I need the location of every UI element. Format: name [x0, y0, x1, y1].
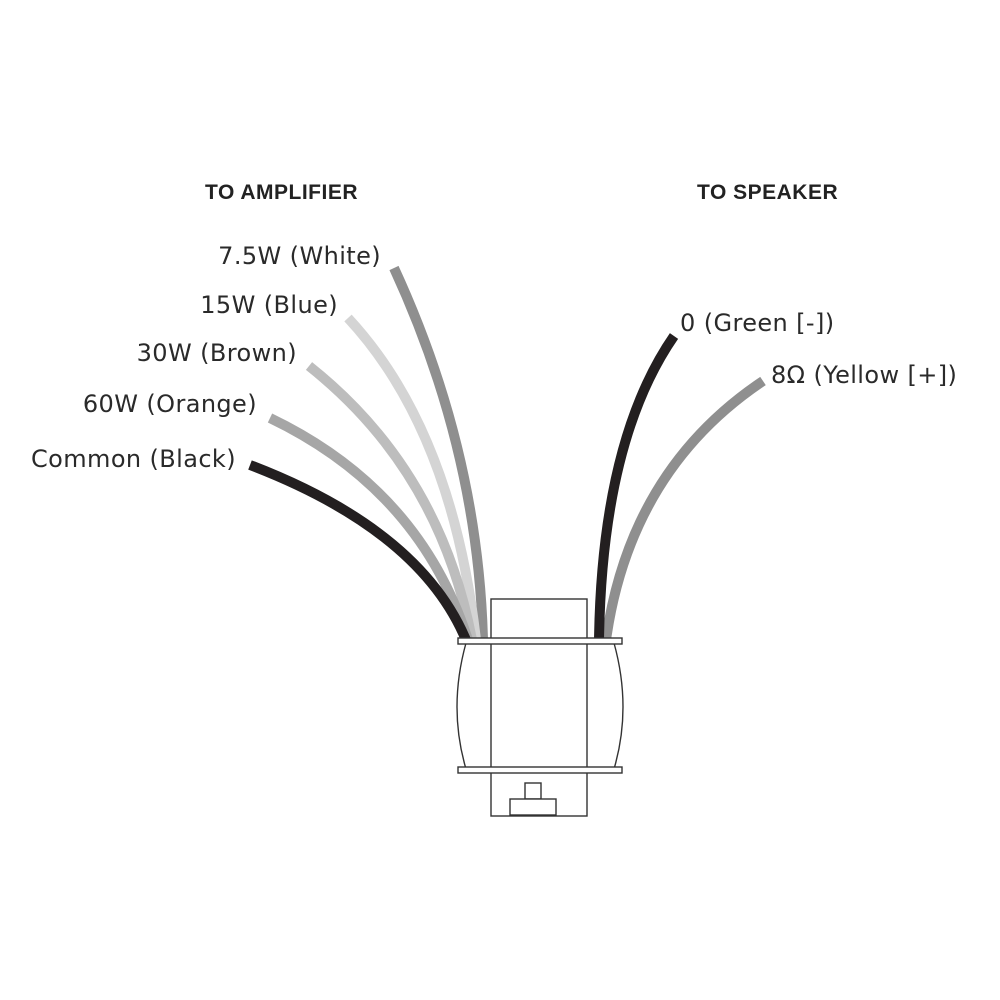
label-0-green: 0 (Green [-]): [680, 309, 835, 337]
transformer-mount-tab: [524, 782, 542, 800]
transformer-core: [490, 598, 588, 817]
wire-7-5w-white: [389, 265, 488, 641]
amplifier-heading: TO AMPLIFIER: [205, 181, 358, 204]
label-common-black: Common (Black): [31, 445, 236, 473]
wire-30w-brown: [305, 362, 477, 641]
speaker-heading: TO SPEAKER: [697, 181, 838, 204]
wire-60w-orange: [267, 413, 473, 642]
wire-common-black: [248, 460, 471, 642]
label-8-ohm-yellow: 8Ω (Yellow [+]): [771, 361, 957, 389]
transformer-mount-base: [509, 798, 557, 816]
label-60w-orange: 60W (Orange): [83, 390, 257, 418]
transformer-right-coil: [613, 642, 624, 770]
transformer-bottom-plate: [457, 766, 623, 774]
wire-15w-blue: [344, 314, 481, 641]
transformer-top-plate: [457, 637, 623, 645]
label-30w-brown: 30W (Brown): [137, 339, 297, 367]
label-15w-blue: 15W (Blue): [200, 291, 338, 319]
wire-0-green: [594, 333, 679, 641]
wire-8-ohm-yellow: [601, 376, 766, 641]
transformer: [456, 598, 624, 817]
speaker-wires: [594, 333, 766, 641]
label-7-5w-white: 7.5W (White): [218, 242, 381, 270]
amplifier-wires: [248, 265, 488, 642]
transformer-left-coil: [456, 642, 467, 770]
